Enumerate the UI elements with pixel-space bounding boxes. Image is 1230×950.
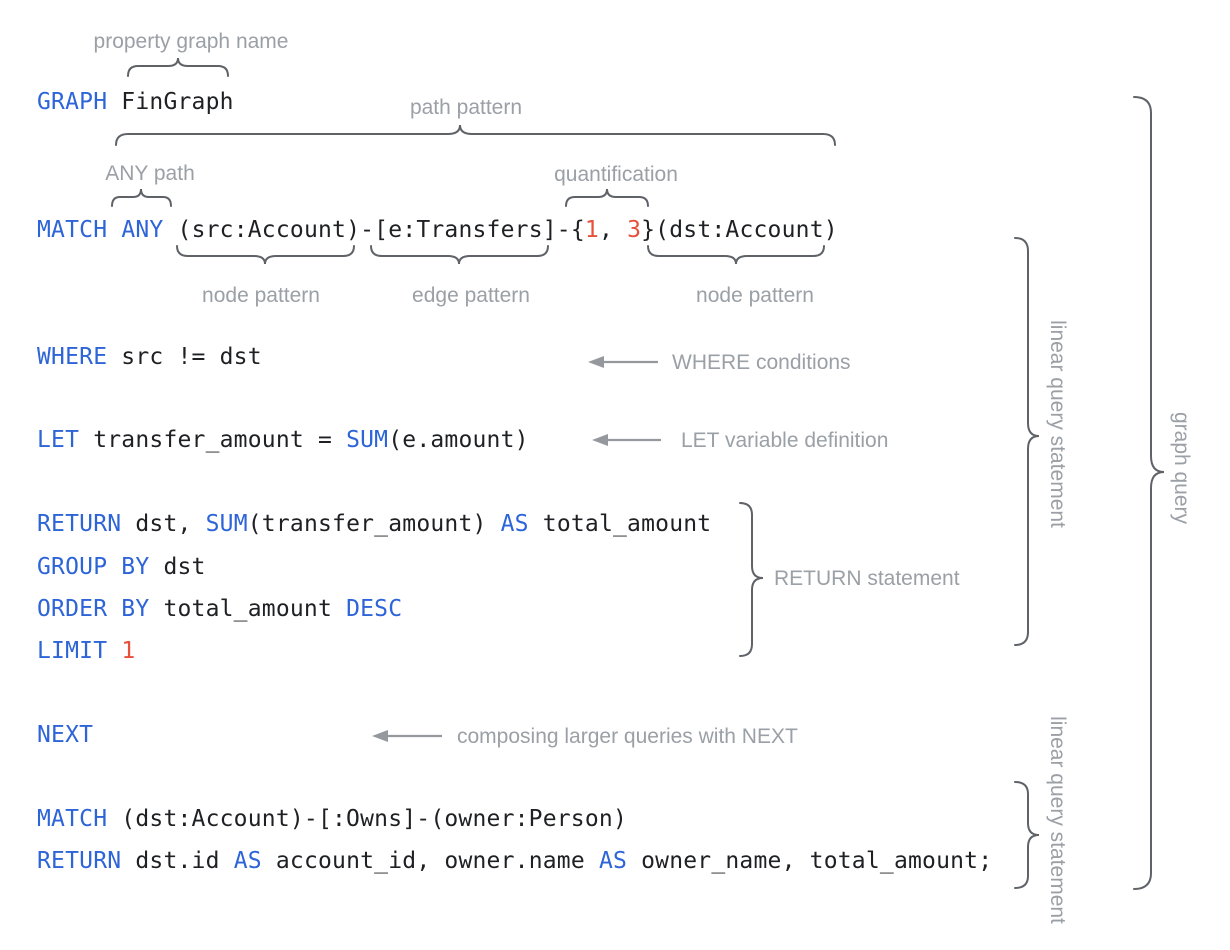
code-line-return-2: RETURN dst.id AS account_id, owner.name … [37,850,992,873]
brace-quantification [565,188,649,207]
label-node-pattern-left: node pattern [202,284,320,307]
code-token-kw: NEXT [37,722,94,748]
code-token-plain: dst, [121,511,206,537]
code-line-order-by: ORDER BY total_amount DESC [37,598,402,621]
code-line-let: LET transfer_amount = SUM(e.amount) [37,429,529,452]
arrow-next-composition [372,730,442,742]
brace-return-statement [739,502,764,657]
label-graph-query: graph query [1170,411,1193,525]
label-path-pattern: path pattern [409,96,523,119]
code-token-kw: MATCH [37,217,108,243]
label-linear-query-statement-bottom: linear query statement [1046,716,1069,924]
code-token-plain: account_id, owner.name [261,848,599,874]
code-token-kw: RETURN [37,848,122,874]
code-token-kw: DESC [346,596,403,622]
code-token-kw: WHERE [37,344,108,370]
brace-node-pattern-right [647,245,825,265]
code-token-kw: AS [233,848,262,874]
brace-edge-pattern [370,245,549,265]
code-line-where: WHERE src != dst [37,346,262,369]
code-token-kw: ORDER BY [37,596,150,622]
code-line-limit: LIMIT 1 [37,640,135,663]
arrow-where-conditions [588,356,658,368]
code-token-kw: AS [598,848,628,874]
label-where-conditions: WHERE conditions [672,351,851,374]
code-token-kw: LIMIT [37,638,108,664]
code-token-plain: (transfer_amount) [247,511,501,537]
code-token-plain: }(dst:Account) [641,217,838,243]
code-token-lit: 1 [121,638,136,664]
label-return-statement: RETURN statement [774,567,960,590]
brace-graph-query [1133,96,1165,890]
code-token-plain [107,638,121,664]
code-token-lit: 1 [584,217,599,243]
code-token-lit: 3 [627,217,642,243]
code-token-plain: total_amount [149,596,347,622]
code-token-kw: LET [37,427,80,453]
code-token-kw: RETURN [37,511,122,537]
code-token-kw: GRAPH [37,89,108,115]
code-token-plain: owner_name, total_amount; [627,848,993,874]
label-let-definition: LET variable definition [681,429,889,452]
code-token-kw: ANY [121,217,164,243]
code-token-kw: SUM [346,427,389,453]
code-line-return: RETURN dst, SUM(transfer_amount) AS tota… [37,513,711,536]
code-line-next: NEXT [37,724,93,747]
code-token-plain: (e.amount) [388,427,529,453]
code-line-match: MATCH ANY (src:Account)-[e:Transfers]-{1… [37,219,838,242]
label-node-pattern-right: node pattern [696,284,814,307]
code-line-graph: GRAPH FinGraph [37,91,234,114]
label-any-path: ANY path [105,162,195,185]
label-quantification: quantification [554,163,678,186]
brace-linear-query-statement-bottom [1014,781,1040,889]
brace-any-path [111,188,172,207]
code-token-plain: dst.id [121,848,234,874]
code-token-kw: AS [500,511,529,537]
arrow-let-definition [592,434,661,446]
code-token-plain: , [598,217,628,243]
brace-property-graph-name [127,57,229,77]
code-token-plain [107,217,121,243]
code-token-plain: dst [149,554,206,580]
code-line-group-by: GROUP BY dst [37,556,206,579]
code-token-plain: total_amount [528,511,712,537]
code-token-plain: (dst:Account)-[:Owns]-(owner:Person) [107,806,627,832]
code-token-kw: SUM [205,511,248,537]
code-token-plain: (src:Account)-[e:Transfers]-{ [163,217,585,243]
brace-node-pattern-left [176,245,355,265]
label-property-graph-name: property graph name [93,30,289,53]
brace-linear-query-statement-top [1014,237,1040,646]
label-linear-query-statement-top: linear query statement [1046,320,1069,528]
code-token-plain: FinGraph [107,89,234,115]
code-token-kw: MATCH [37,806,108,832]
label-edge-pattern: edge pattern [412,284,530,307]
code-token-plain: src != dst [107,344,262,370]
code-token-plain: transfer_amount = [79,427,347,453]
code-token-kw: GROUP BY [37,554,150,580]
code-line-match-2: MATCH (dst:Account)-[:Owns]-(owner:Perso… [37,808,627,831]
label-next-composition: composing larger queries with NEXT [457,725,798,748]
brace-path-pattern [115,124,836,146]
